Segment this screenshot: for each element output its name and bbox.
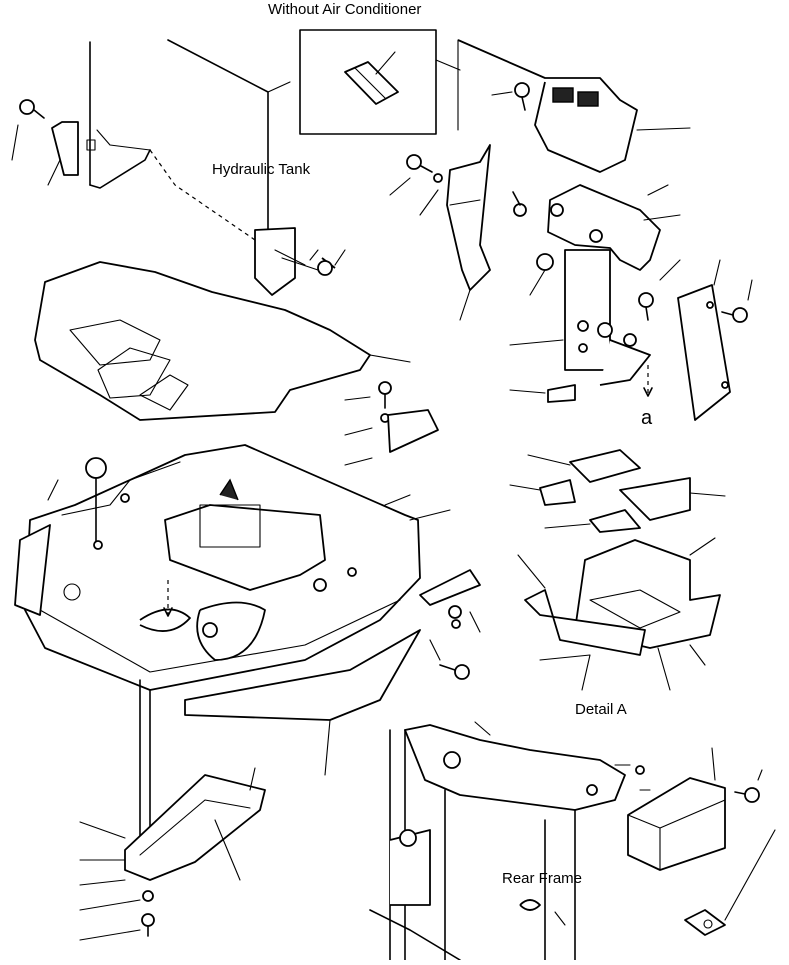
right-side-panel (638, 259, 753, 421)
floor-mat (34, 261, 411, 421)
center-duct (389, 144, 527, 321)
hydraulic-tank-outline (86, 39, 346, 296)
bracket-hardware (184, 381, 481, 776)
lower-left-tray (79, 767, 266, 941)
without-ac-detail (299, 29, 461, 135)
rear-frame-label: Rear Frame (502, 870, 582, 887)
hydraulic-tank-label: Hydraulic Tank (212, 161, 311, 178)
detail-a-label: Detail A (575, 701, 627, 718)
floor-plate (14, 444, 451, 861)
left-bracket (11, 99, 79, 186)
box-unit (627, 747, 776, 936)
ref-a-right-label: a (641, 407, 653, 429)
rear-frame (369, 721, 631, 961)
without-ac-label: Without Air Conditioner (268, 1, 421, 18)
detail-a-parts (509, 449, 726, 691)
steering-column (509, 184, 681, 403)
console-cover (457, 39, 691, 173)
